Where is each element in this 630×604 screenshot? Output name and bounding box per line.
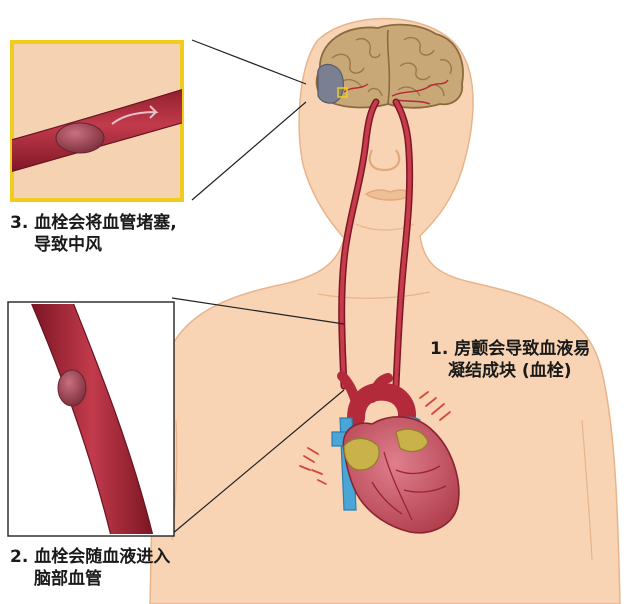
brain [317, 25, 463, 108]
label-step-2-line1: 2. 血栓会随血液进入 [10, 547, 170, 567]
label-step-1-line1: 1. 房颤会导致血液易 [430, 339, 590, 359]
label-step-2-line2: 脑部血管 [10, 568, 170, 590]
label-step-1-line2: 凝结成块 (血栓) [430, 360, 590, 382]
inset-traveling-clot [8, 300, 174, 540]
inset-brain-vessel [0, 40, 206, 202]
traveling-clot [58, 370, 86, 406]
label-step-1: 1. 房颤会导致血液易 凝结成块 (血栓) [430, 338, 590, 382]
label-step-3-line1: 3. 血栓会将血管堵塞, [10, 213, 177, 233]
label-step-3: 3. 血栓会将血管堵塞, 导致中风 [10, 212, 177, 256]
clot-in-brain-vessel [56, 123, 104, 153]
label-step-2: 2. 血栓会随血液进入 脑部血管 [10, 546, 170, 590]
label-step-3-line2: 导致中风 [10, 234, 177, 256]
